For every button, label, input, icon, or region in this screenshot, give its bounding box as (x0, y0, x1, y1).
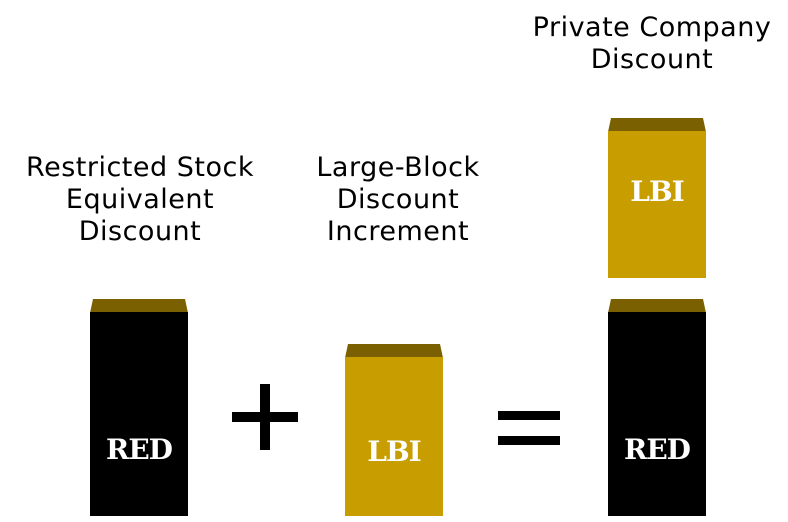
plus-vertical-bar (260, 384, 270, 450)
private-company-label: Private Company Discount (522, 12, 782, 76)
red-block-left: RED (90, 299, 188, 516)
lbi-block-top-right-face: LBI (608, 131, 706, 278)
lbi-block-top-right-text: LBI (630, 175, 684, 208)
lbi-block-top-right-cap (608, 118, 706, 132)
equals-sign: = (498, 411, 560, 445)
red-block-left-text: RED (106, 432, 173, 466)
plus-sign: + (232, 384, 298, 450)
red-block-left-face: RED (90, 312, 188, 516)
lbi-block-middle: LBI (345, 344, 443, 516)
private-line-1: Private Company (532, 12, 772, 43)
restricted-line-3: Discount (78, 216, 202, 247)
red-block-right-face: RED (608, 312, 706, 516)
equals-top-bar (498, 411, 560, 420)
large-block-line-1: Large-Block (316, 152, 480, 183)
lbi-block-middle-face: LBI (345, 357, 443, 516)
equals-bottom-bar (498, 436, 560, 445)
large-block-line-3: Increment (326, 216, 470, 247)
large-block-line-2: Discount (336, 184, 460, 215)
restricted-line-1: Restricted Stock (26, 152, 254, 183)
red-block-right-text: RED (624, 432, 691, 466)
restricted-stock-label: Restricted Stock Equivalent Discount (20, 152, 260, 248)
lbi-block-middle-text: LBI (367, 435, 421, 468)
red-block-right: RED (608, 299, 706, 516)
large-block-label: Large-Block Discount Increment (298, 152, 498, 248)
lbi-block-top-right: LBI (608, 118, 706, 278)
red-block-right-cap (608, 299, 706, 313)
restricted-line-2: Equivalent (65, 184, 215, 215)
lbi-block-middle-cap (345, 344, 443, 358)
red-block-left-cap (90, 299, 188, 313)
private-line-2: Discount (590, 44, 714, 75)
